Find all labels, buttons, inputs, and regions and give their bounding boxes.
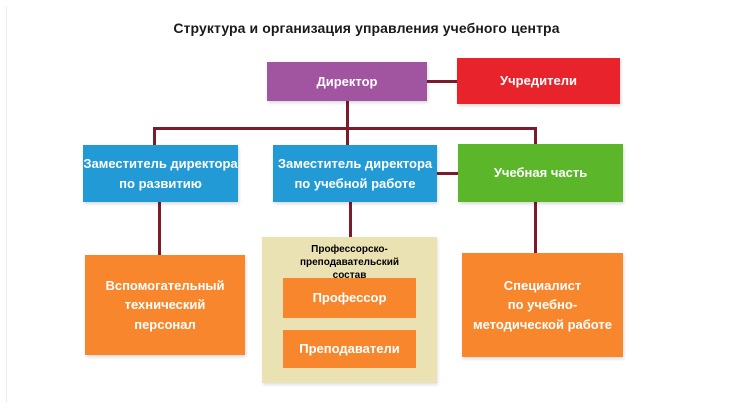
connector-spine [153, 127, 537, 130]
page-title: Структура и организация управления учебн… [173, 20, 560, 36]
faculty-group-label: Профессорско-преподавательский состав [299, 244, 400, 281]
node-support-staff: Вспомогательный технический персонал [85, 255, 245, 355]
connector-drop-deputy-development [153, 129, 156, 145]
connector-academic-unit-specialist [534, 202, 537, 253]
node-professor: Профессор [283, 278, 416, 318]
node-deputy-academic: Заместитель директора по учебной работе [273, 145, 437, 202]
faculty-group: Профессорско-преподавательский состав Пр… [262, 237, 437, 383]
connector-director-stem [346, 100, 349, 129]
connector-director-founders [427, 80, 457, 83]
connector-deputy-academic-unit [436, 172, 458, 175]
node-director: Директор [267, 62, 427, 101]
node-academic-unit: Учебная часть [458, 144, 623, 202]
node-deputy-development: Заместитель директора по развитию [83, 145, 238, 202]
connector-deputy-development-staff [158, 202, 161, 255]
connector-drop-academic-unit [534, 129, 537, 144]
page-edge-line [6, 7, 7, 403]
node-teachers: Преподаватели [283, 330, 416, 368]
connector-deputy-academic-faculty [349, 202, 352, 237]
node-method-specialist: Специалист по учебно- методической работ… [462, 253, 623, 357]
connector-drop-deputy-academic [346, 129, 349, 145]
node-founders: Учредители [457, 58, 620, 104]
